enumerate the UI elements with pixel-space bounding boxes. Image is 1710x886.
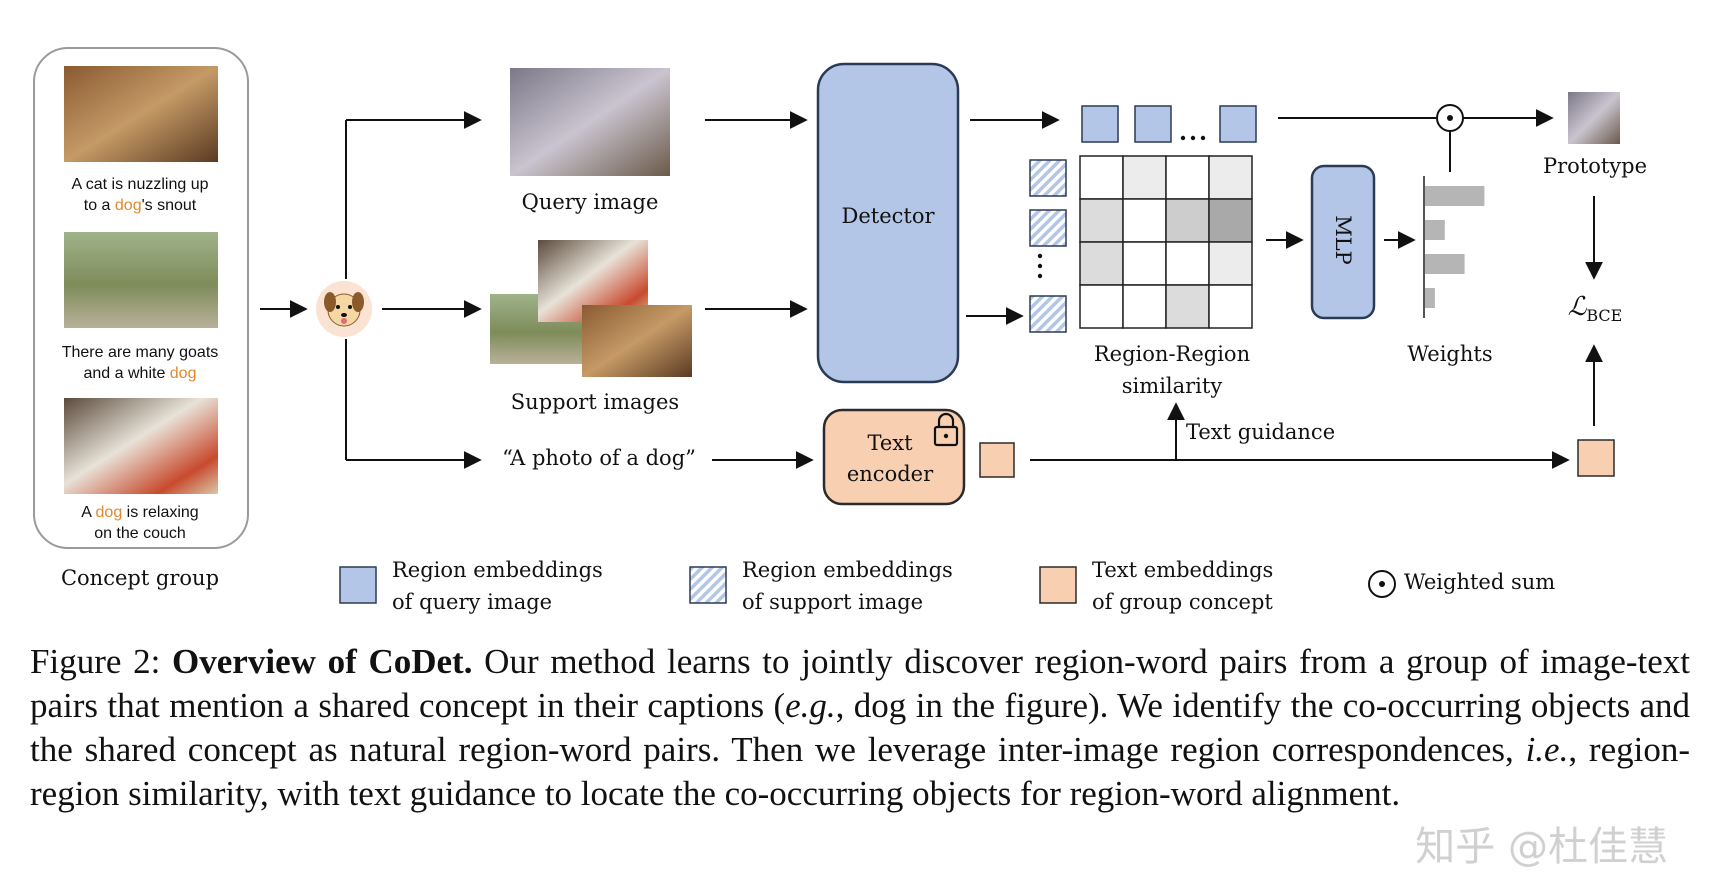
similarity-cell [1079, 241, 1124, 286]
legend-text-swatch [1039, 566, 1077, 604]
weights-label: Weights [1407, 342, 1493, 366]
support-images-label: Support images [510, 390, 680, 414]
support-embedding-2 [1029, 209, 1067, 247]
text-embedding-square-right [1577, 439, 1615, 477]
similarity-cell [1122, 155, 1167, 200]
concept-image-dog-couch [64, 398, 218, 494]
query-embedding-1 [1081, 105, 1119, 143]
concept-caption-3: A dog is relaxing on the couch [81, 504, 199, 542]
concept-image-cat-dog [64, 66, 218, 162]
similarity-cell [1122, 198, 1167, 243]
text-guidance-label: Text guidance [1186, 420, 1336, 444]
mlp-label: MLP [1331, 215, 1355, 265]
similarity-cell [1208, 155, 1253, 200]
prototype-image [1568, 92, 1620, 144]
legend-support-swatch [689, 566, 727, 604]
caption-title: Overview of CoDet. [172, 642, 473, 681]
similarity-cell [1208, 241, 1253, 286]
query-image-label: Query image [521, 190, 659, 214]
support-embedding-3 [1029, 295, 1067, 333]
support-embedding-1 [1029, 159, 1067, 197]
support-image-3 [582, 305, 692, 377]
detector-block [816, 62, 960, 384]
prototype-label: Prototype [1542, 154, 1648, 178]
similarity-cell [1122, 284, 1167, 329]
weight-bar [1425, 186, 1485, 206]
similarity-cell [1079, 198, 1124, 243]
mlp-block [1310, 164, 1376, 320]
loss-label: ℒBCE [1567, 292, 1623, 326]
similarity-grid [1079, 155, 1253, 329]
lock-icon [933, 412, 959, 447]
detector-label: Detector [841, 204, 935, 228]
similarity-cell [1165, 241, 1210, 286]
weight-bar [1425, 288, 1435, 308]
text-encoder-block [822, 408, 966, 506]
weight-bar [1425, 220, 1445, 240]
similarity-cell [1165, 198, 1210, 243]
similarity-cell [1165, 284, 1210, 329]
concept-caption-2: There are many goats and a white dog [61, 344, 219, 382]
similarity-cell [1208, 198, 1253, 243]
query-image [510, 68, 670, 176]
legend-wsum-label: Weighted sum [1404, 570, 1556, 594]
concept-caption-1: A cat is nuzzling up to a dog's snout [71, 176, 209, 214]
weight-bar [1425, 254, 1465, 274]
figure-drawing [33, 47, 1620, 604]
similarity-cell [1122, 241, 1167, 286]
query-embedding-2 [1134, 105, 1172, 143]
figure: A cat is nuzzling up to a dog's snout Th… [33, 47, 1648, 614]
similarity-cell [1079, 155, 1124, 200]
similarity-cell [1165, 155, 1210, 200]
concept-group-label: Concept group [60, 566, 220, 590]
watermark: 知乎 @杜佳慧 [1415, 824, 1668, 870]
text-prompt: “A photo of a dog” [502, 446, 696, 470]
concept-image-goats-dog [64, 232, 218, 328]
similarity-cell [1079, 284, 1124, 329]
similarity-cell [1208, 284, 1253, 329]
query-embedding-3 [1219, 105, 1257, 143]
figure-caption: Figure 2: Overview of CoDet. Our method … [30, 642, 1691, 813]
legend-query-swatch [339, 566, 377, 604]
text-embedding-square [979, 442, 1015, 478]
weights-bars [1425, 186, 1485, 308]
